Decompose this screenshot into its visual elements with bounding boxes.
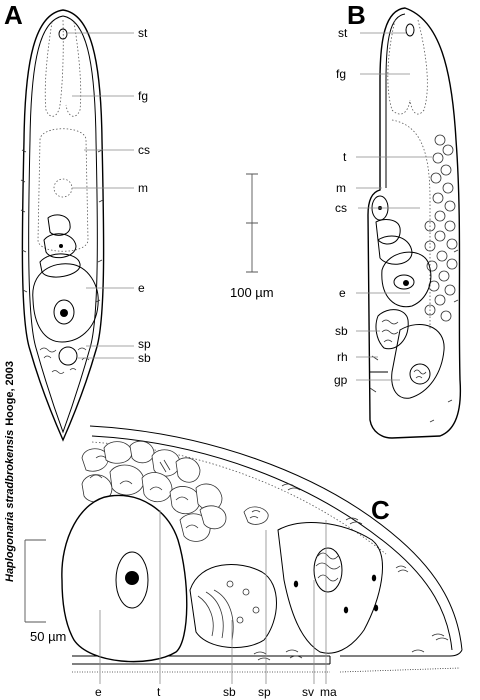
label-b-fg: fg [336, 67, 346, 81]
label-b-gp: gp [334, 373, 348, 387]
label-a-e: e [138, 281, 145, 295]
label-b-t: t [343, 150, 347, 164]
label-a-cs: cs [138, 143, 150, 157]
label-a-fg: fg [138, 89, 148, 103]
panel-c-drawing [62, 426, 462, 684]
label-c-sv: sv [302, 685, 314, 699]
panel-label-a: A [4, 0, 23, 30]
label-a-sp: sp [138, 337, 151, 351]
label-b-sb: sb [335, 324, 348, 338]
label-a-st: st [138, 26, 148, 40]
scale-bar-100 [246, 174, 258, 272]
label-c-ma: ma [320, 685, 337, 699]
species-author: Hooge, 2003 [4, 361, 16, 426]
label-a-m: m [138, 181, 148, 195]
species-name: Haplogonaria stradbrokensis [4, 430, 16, 582]
scale-bar-50 [25, 540, 46, 622]
scale-label-50: 50 µm [30, 629, 66, 644]
label-b-m: m [336, 181, 346, 195]
panel-a-drawing [21, 10, 134, 440]
label-b-e: e [339, 286, 346, 300]
species-caption: Haplogonaria stradbrokensis Hooge, 2003 [4, 361, 16, 582]
label-c-sp: sp [258, 685, 271, 699]
label-c-e: e [95, 685, 102, 699]
label-c-sb: sb [223, 685, 236, 699]
label-b-cs: cs [335, 201, 347, 215]
label-b-st: st [338, 26, 348, 40]
panel-label-c: C [371, 495, 390, 525]
panel-b-drawing [356, 8, 460, 438]
panel-label-b: B [347, 0, 366, 30]
label-b-rh: rh [337, 350, 348, 364]
label-c-t: t [157, 685, 161, 699]
scale-label-100: 100 µm [230, 285, 274, 300]
label-a-sb: sb [138, 351, 151, 365]
